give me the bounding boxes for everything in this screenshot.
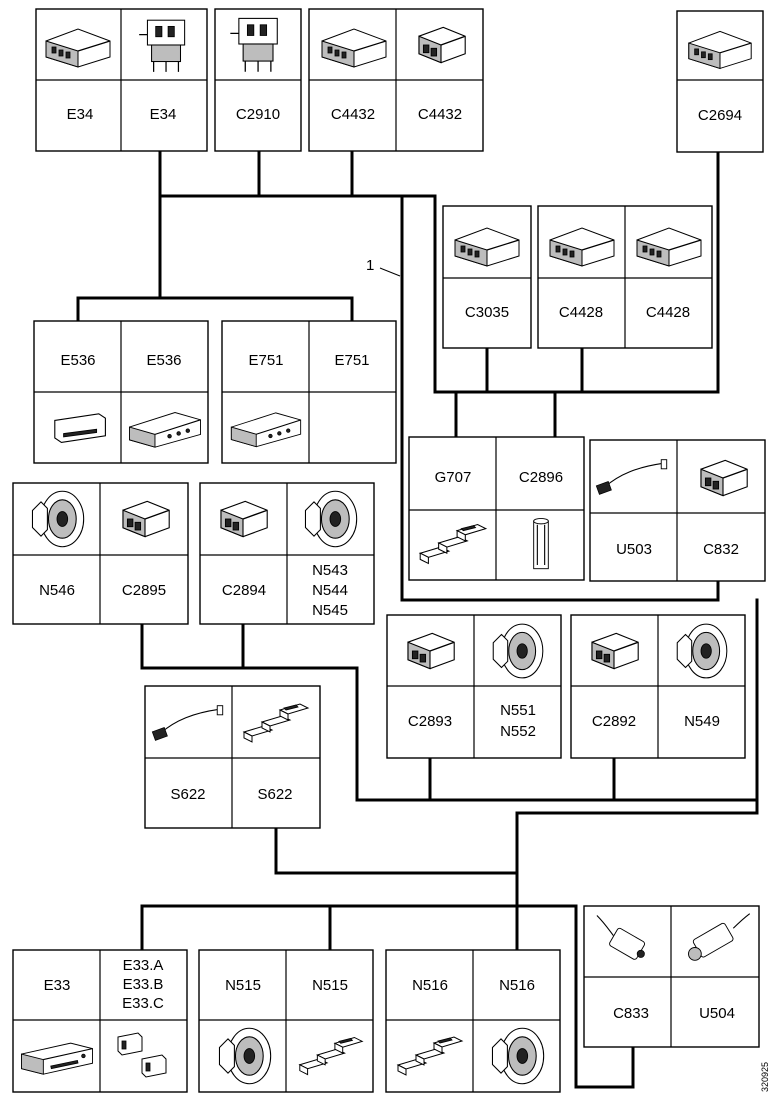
component-label: S622 — [170, 786, 205, 803]
reference-leader — [379, 267, 401, 277]
component-label: E536 — [146, 352, 181, 369]
wire-down-main — [400, 194, 720, 602]
component-label: N544 — [312, 582, 348, 599]
component-label: C4428 — [646, 304, 690, 321]
cylinder-icon — [533, 517, 549, 570]
box-e536: E536 E536 — [33, 320, 209, 464]
wire-speaker-left — [140, 598, 759, 802]
component-label: N516 — [499, 977, 535, 994]
box-c2893-n551: C2893 N551 N552 — [386, 614, 562, 759]
component-label: C832 — [703, 541, 739, 558]
component-label: E536 — [60, 352, 95, 369]
component-label: N515 — [312, 977, 348, 994]
component-label: N545 — [312, 602, 348, 619]
component-label: C4428 — [559, 304, 603, 321]
component-label: C2893 — [408, 713, 452, 730]
component-label: N516 — [412, 977, 448, 994]
component-label: N552 — [500, 723, 536, 740]
wire-top-bus — [158, 150, 720, 394]
component-label: C2892 — [592, 713, 636, 730]
component-label: E33.A — [123, 957, 164, 974]
box-c4428: C4428 C4428 — [537, 205, 713, 349]
box-n515: N515 N515 — [198, 949, 374, 1093]
wire-e536-e751-branch — [76, 194, 162, 324]
component-label: E751 — [248, 352, 283, 369]
wire-s622-feed — [274, 826, 519, 875]
box-e33: E33 E33.A E33.B E33.C — [12, 949, 188, 1093]
component-label: E34 — [67, 106, 94, 123]
drawing-code: 320925 — [760, 1062, 770, 1092]
wiring-harness — [76, 150, 759, 1089]
component-label: G707 — [435, 469, 472, 486]
component-label: C2895 — [122, 582, 166, 599]
component-label: N543 — [312, 562, 348, 579]
component-label: C2894 — [222, 582, 266, 599]
box-c2694: C2694 — [676, 10, 764, 153]
reference-number: 1 — [366, 257, 374, 274]
box-c2892-n549: C2892 N549 — [570, 614, 746, 759]
box-c4432: C4432 C4432 — [308, 8, 484, 152]
box-g707-c2896: G707 C2896 — [408, 436, 585, 581]
component-label: C4432 — [331, 106, 375, 123]
component-label: N515 — [225, 977, 261, 994]
box-n546-c2895: N546 C2895 — [12, 482, 189, 625]
box-e34: E34 E34 — [35, 8, 208, 152]
component-label: C2694 — [698, 107, 742, 124]
component-label: E33 — [44, 977, 71, 994]
wire-e751-branch — [158, 296, 354, 324]
box-c2910: C2910 — [214, 8, 302, 152]
component-label: E34 — [150, 106, 177, 123]
component-label: U504 — [699, 1005, 735, 1022]
component-label: U503 — [616, 541, 652, 558]
box-s622: S622 S622 — [144, 685, 321, 829]
component-label: C4432 — [418, 106, 462, 123]
box-u503-c832: U503 C832 — [589, 439, 766, 582]
component-label: N546 — [39, 582, 75, 599]
component-label: C2910 — [236, 106, 280, 123]
component-label: N549 — [684, 713, 720, 730]
component-label: N551 — [500, 702, 536, 719]
component-label: E751 — [334, 352, 369, 369]
wire-lower-trunk — [515, 798, 759, 908]
component-label: S622 — [257, 786, 292, 803]
box-c3035: C3035 — [442, 205, 532, 349]
box-n516: N516 N516 — [385, 949, 561, 1093]
component-label: C3035 — [465, 304, 509, 321]
component-label: E33.C — [122, 995, 164, 1012]
box-e751: E751 E751 — [221, 320, 397, 464]
box-c833-u504: C833 U504 — [583, 905, 760, 1048]
component-label: C833 — [613, 1005, 649, 1022]
component-label: E33.B — [123, 976, 164, 993]
wire-antenna — [515, 904, 635, 1089]
component-label: C2896 — [519, 469, 563, 486]
box-c2894-n543: C2894 N543 N544 N545 — [199, 482, 375, 625]
